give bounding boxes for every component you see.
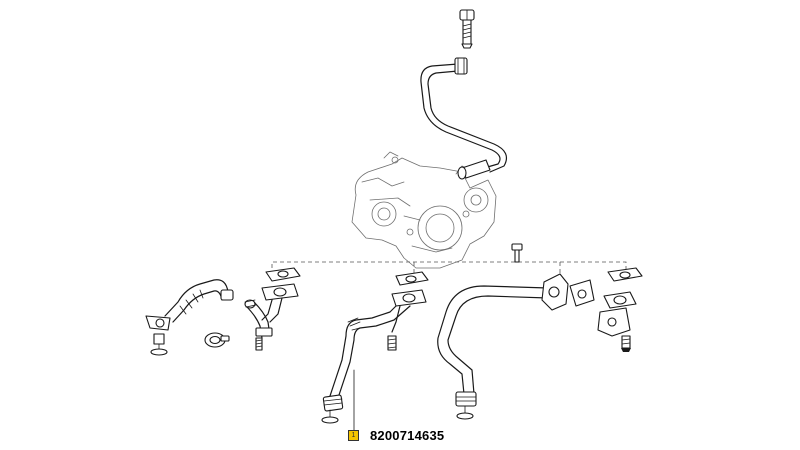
banjo-bolt [459,9,475,49]
right-stud-bolt [511,243,523,263]
right-pipe-assembly [437,273,595,420]
right-connector-block [597,267,643,352]
part-number-label: 8200714635 [370,428,445,443]
left-flange-gaskets [255,267,301,351]
oil-feed-pipe [420,57,507,180]
assembly-guide-lines [271,258,627,278]
left-hose-assembly [145,279,273,356]
callout-badge: 1 [348,430,359,441]
middle-flange-gaskets [387,271,429,351]
oil-return-pipe [321,299,411,424]
